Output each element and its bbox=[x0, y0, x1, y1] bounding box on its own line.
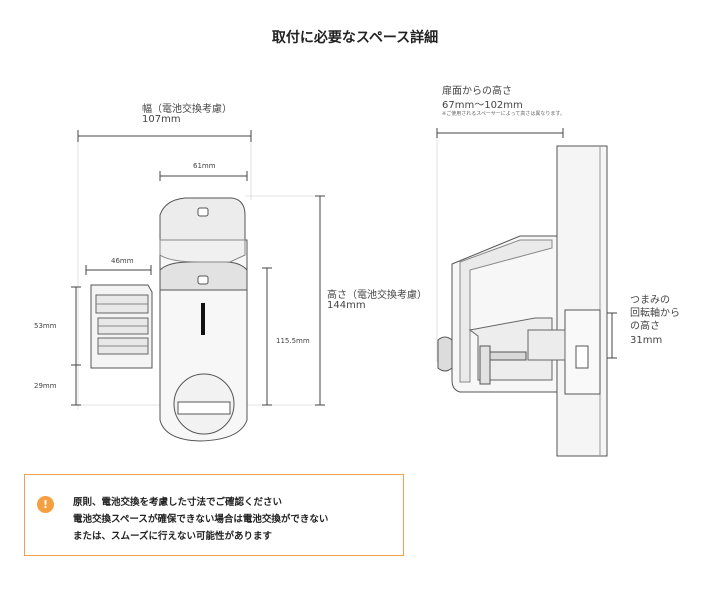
knob-label-1: つまみの bbox=[630, 295, 670, 306]
body-height-value: 115.5mm bbox=[276, 337, 310, 345]
depth-note: ※ご使用されるスペーサーによって高さは異なります。 bbox=[442, 111, 565, 117]
cover-width-value: 61mm bbox=[193, 162, 216, 170]
battery-width-value: 46mm bbox=[111, 257, 134, 265]
width-label: 幅（電池交換考慮） bbox=[142, 104, 232, 115]
knob-label-2: 回転軸から bbox=[630, 308, 680, 319]
notice-line-1: 原則、電池交換を考慮した寸法でご確認ください bbox=[73, 497, 283, 508]
knob-label-3: の高さ bbox=[630, 321, 660, 332]
front-view bbox=[71, 130, 325, 442]
page-title: 取付に必要なスペース詳細 bbox=[271, 30, 439, 46]
knob-value: 31mm bbox=[630, 335, 663, 346]
height-value: 144mm bbox=[327, 300, 366, 311]
width-value: 107mm bbox=[142, 114, 181, 125]
notice-line-2: 電池交換スペースが確保できない場合は電池交換ができない bbox=[73, 514, 329, 525]
depth-value: 67mm〜102mm bbox=[442, 100, 523, 111]
battery-upper-height: 53mm bbox=[34, 322, 57, 330]
battery-lower-height: 29mm bbox=[34, 382, 57, 390]
side-view bbox=[436, 128, 617, 457]
depth-label: 扉面からの高さ bbox=[442, 86, 512, 97]
notice-line-3: または、スムーズに行えない可能性があります bbox=[73, 531, 273, 542]
notice-box: ! 原則、電池交換を考慮した寸法でご確認ください 電池交換スペースが確保できない… bbox=[24, 474, 404, 556]
exclamation-icon: ! bbox=[37, 496, 54, 513]
height-label: 高さ（電池交換考慮） bbox=[327, 290, 427, 301]
